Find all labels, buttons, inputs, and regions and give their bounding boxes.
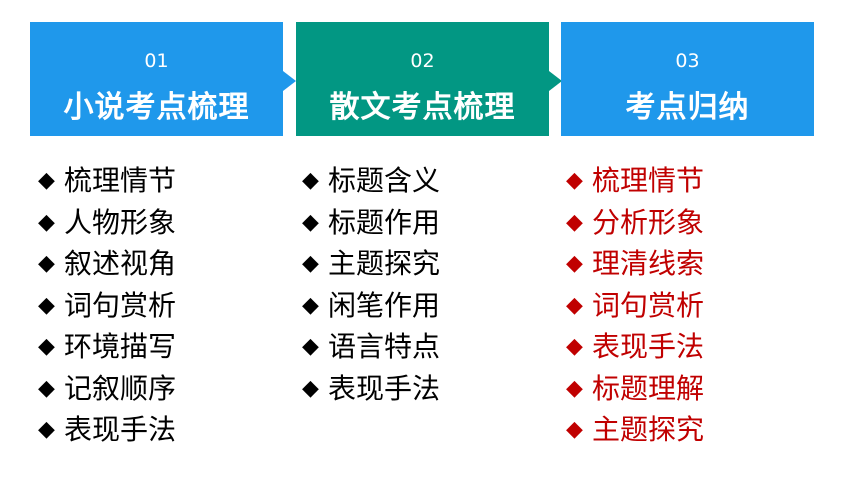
diamond-bullet-icon: ◆ (566, 375, 583, 401)
list-item-text: 主题探究 (328, 247, 441, 280)
list-item: ◆ 标题含义 (302, 160, 440, 202)
list-item-text: 主题探究 (592, 413, 705, 446)
list-item-text: 标题作用 (328, 205, 441, 239)
list-item-text: 标题含义 (328, 164, 441, 197)
diamond-bullet-icon: ◆ (38, 334, 55, 359)
list-item: ◆ 标题作用 (302, 202, 440, 244)
diamond-bullet-icon: ◆ (38, 417, 55, 442)
list-item: ◆ 表现手法 (38, 409, 176, 451)
list-item: ◆ 梳理情节 (38, 160, 176, 202)
step-02-title: 散文考点梳理 (329, 90, 516, 125)
list-item: ◆ 表现手法 (566, 326, 704, 368)
list-item: ◆ 闲笔作用 (302, 285, 440, 327)
list-item: ◆ 梳理情节 (566, 160, 704, 202)
list-item: ◆ 词句赏析 (566, 285, 704, 327)
list-item: ◆ 词句赏析 (38, 285, 176, 327)
list-item-text: 梳理情节 (64, 164, 177, 197)
step-03-box: 03 考点归纳 (561, 22, 814, 136)
diamond-bullet-icon: ◆ (302, 334, 319, 359)
list-item: ◆ 表现手法 (302, 368, 440, 410)
list-item-text: 语言特点 (328, 330, 441, 363)
list-item: ◆ 理清线索 (566, 243, 704, 285)
list-item: ◆ 分析形象 (566, 202, 704, 244)
list-item-text: 记叙顺序 (64, 371, 177, 405)
list-item-text: 表现手法 (592, 330, 705, 363)
list-item-text: 人物形象 (64, 205, 177, 239)
list-item-text: 梳理情节 (592, 164, 705, 197)
diamond-bullet-icon: ◆ (302, 209, 319, 235)
diamond-bullet-icon: ◆ (38, 292, 55, 318)
list-item: ◆ 语言特点 (302, 326, 440, 368)
step-02-box: 02 散文考点梳理 (296, 22, 549, 136)
diamond-bullet-icon: ◆ (38, 251, 55, 276)
diamond-bullet-icon: ◆ (38, 209, 55, 235)
diamond-bullet-icon: ◆ (566, 168, 583, 193)
list-item-text: 表现手法 (328, 371, 441, 405)
diamond-bullet-icon: ◆ (566, 334, 583, 359)
list-item: ◆ 主题探究 (566, 409, 704, 451)
list-item: ◆ 记叙顺序 (38, 368, 176, 410)
list-item: ◆ 标题理解 (566, 368, 704, 410)
diamond-bullet-icon: ◆ (38, 168, 55, 193)
list-item: ◆ 环境描写 (38, 326, 176, 368)
step-03-number: 03 (675, 50, 700, 72)
column-prose-points: ◆ 标题含义 ◆ 标题作用 ◆ 主题探究 ◆ 闲笔作用 ◆ 语言特点 ◆ 表现手法 (302, 160, 440, 409)
step-01-box: 01 小说考点梳理 (30, 22, 283, 136)
list-item-text: 词句赏析 (592, 288, 705, 322)
list-item-text: 理清线索 (592, 247, 705, 280)
column-novel-points: ◆ 梳理情节 ◆ 人物形象 ◆ 叙述视角 ◆ 词句赏析 ◆ 环境描写 ◆ 记叙顺序 ◆ 表现手… (38, 160, 176, 451)
diamond-bullet-icon: ◆ (566, 292, 583, 318)
step-01-title: 小说考点梳理 (63, 90, 250, 125)
list-item: ◆ 人物形象 (38, 202, 176, 244)
list-item-text: 环境描写 (64, 330, 177, 363)
diamond-bullet-icon: ◆ (302, 168, 319, 193)
diamond-bullet-icon: ◆ (302, 375, 319, 401)
step-01-number: 01 (144, 50, 169, 72)
column-summary-points: ◆ 梳理情节 ◆ 分析形象 ◆ 理清线索 ◆ 词句赏析 ◆ 表现手法 ◆ 标题理解 ◆ 主题探… (566, 160, 704, 451)
list-item-text: 词句赏析 (64, 288, 177, 322)
diamond-bullet-icon: ◆ (566, 209, 583, 235)
list-item-text: 标题理解 (592, 371, 705, 405)
step-01-arrow-icon (283, 71, 296, 91)
diamond-bullet-icon: ◆ (302, 292, 319, 318)
step-02-number: 02 (410, 50, 435, 72)
diamond-bullet-icon: ◆ (566, 417, 583, 442)
list-item: ◆ 叙述视角 (38, 243, 176, 285)
list-item-text: 闲笔作用 (328, 288, 441, 322)
diamond-bullet-icon: ◆ (38, 375, 55, 401)
list-item: ◆ 主题探究 (302, 243, 440, 285)
list-item-text: 叙述视角 (64, 247, 177, 280)
list-item-text: 分析形象 (592, 205, 705, 239)
step-02-arrow-icon (549, 71, 562, 91)
step-03-title: 考点归纳 (625, 90, 750, 125)
diamond-bullet-icon: ◆ (302, 251, 319, 276)
diamond-bullet-icon: ◆ (566, 251, 583, 276)
list-item-text: 表现手法 (64, 413, 177, 446)
